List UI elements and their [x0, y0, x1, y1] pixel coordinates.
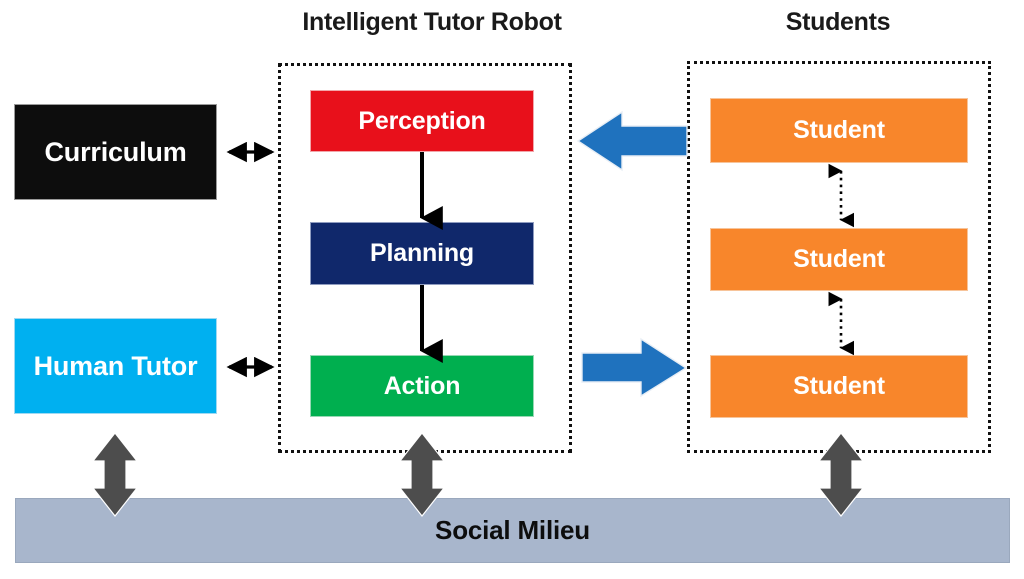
block-student-3[interactable]: Student: [710, 355, 968, 418]
block-action[interactable]: Action: [310, 355, 534, 417]
block-perception[interactable]: Perception: [310, 90, 534, 152]
block-planning[interactable]: Planning: [310, 222, 534, 285]
connector-students-to-social-milieu[interactable]: [817, 432, 865, 517]
block-curriculum[interactable]: Curriculum: [14, 104, 217, 200]
connector-students-to-perception[interactable]: [576, 110, 688, 172]
block-student-2[interactable]: Student: [710, 228, 968, 291]
block-human-tutor[interactable]: Human Tutor: [14, 318, 217, 414]
connector-robot-to-social-milieu[interactable]: [398, 432, 446, 517]
block-social-milieu[interactable]: Social Milieu: [15, 498, 1010, 563]
connector-action-to-students[interactable]: [581, 337, 688, 398]
connector-human-tutor-to-social-milieu[interactable]: [91, 432, 139, 517]
title-intelligent-tutor-robot: Intelligent Tutor Robot: [302, 8, 562, 36]
title-students: Students: [785, 8, 891, 36]
block-student-1[interactable]: Student: [710, 98, 968, 163]
